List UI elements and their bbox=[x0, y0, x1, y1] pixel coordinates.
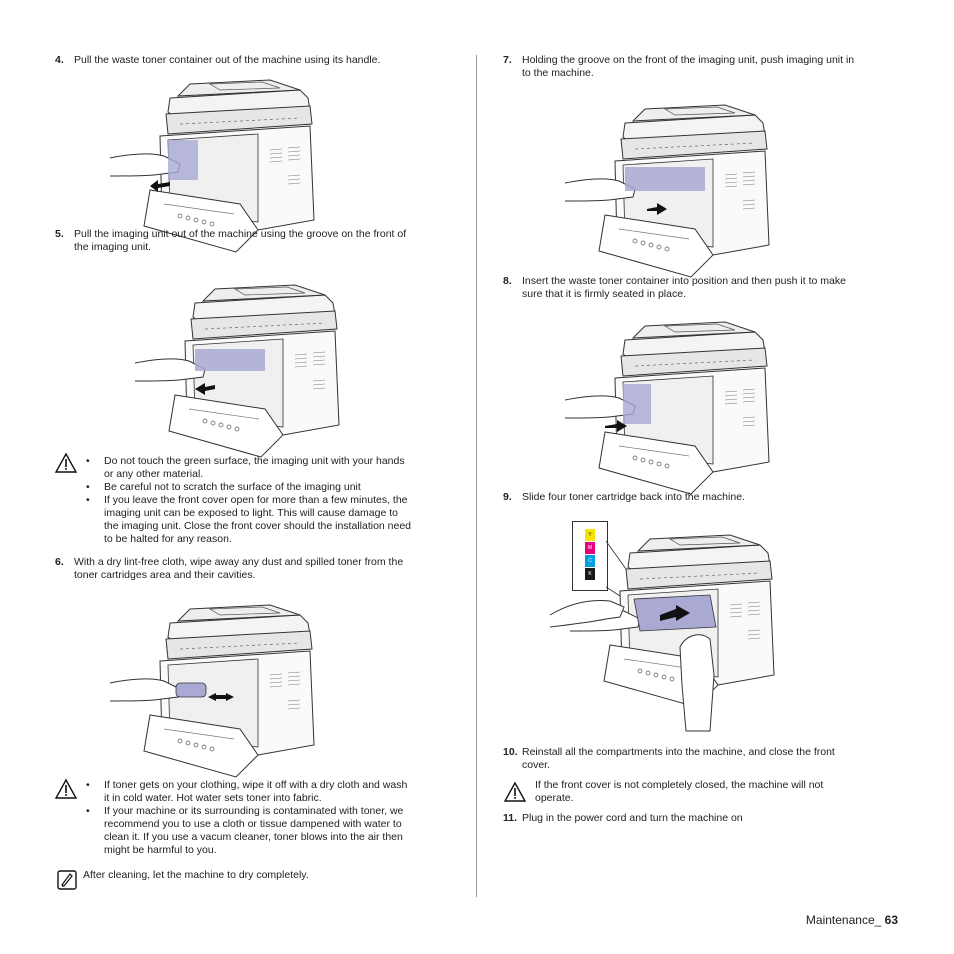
cartridge-slot-magenta: M bbox=[585, 542, 595, 554]
page-footer: Maintenance_ 63 bbox=[806, 914, 898, 927]
step-text-line: cover. bbox=[522, 759, 551, 771]
step-text-line: Reinstall all the compartments into the … bbox=[522, 746, 835, 758]
step-text-line: to the machine. bbox=[522, 67, 594, 79]
step-text: Pull the waste toner container out of th… bbox=[74, 54, 381, 66]
column-divider bbox=[476, 55, 477, 897]
illustration-insert-imaging-unit bbox=[564, 104, 770, 278]
step-text-line: toner cartridges area and their cavities… bbox=[74, 569, 256, 581]
step-number: 10. bbox=[503, 746, 518, 758]
cartridge-order-inset: Y M C K bbox=[572, 521, 608, 591]
warning-icon bbox=[503, 781, 527, 802]
warning-icon bbox=[54, 452, 78, 473]
footer-section: Maintenance_ bbox=[805, 913, 882, 927]
note-text: After cleaning, let the machine to dry c… bbox=[83, 869, 309, 881]
illustration-wipe-toner-area bbox=[109, 604, 315, 778]
step-number: 7. bbox=[503, 54, 512, 66]
step-number: 8. bbox=[503, 275, 512, 287]
step-text-line: Holding the groove on the front of the i… bbox=[522, 54, 855, 66]
step-text-line: the imaging unit. bbox=[74, 241, 152, 253]
cartridge-slot-cyan: C bbox=[585, 555, 595, 567]
step-text-line: Insert the waste toner container into po… bbox=[522, 275, 846, 287]
step-number: 9. bbox=[503, 491, 512, 503]
caution-text: If the front cover is not completely clo… bbox=[535, 779, 824, 804]
step-number: 4. bbox=[55, 54, 64, 66]
step-text: Slide four toner cartridge back into the… bbox=[522, 491, 745, 503]
step-number: 6. bbox=[55, 556, 64, 568]
page-number: 63 bbox=[884, 913, 898, 927]
illustration-remove-waste-toner bbox=[109, 79, 315, 253]
note-icon bbox=[57, 870, 77, 890]
step-text: Plug in the power cord and turn the mach… bbox=[522, 812, 743, 824]
cartridge-slot-yellow: Y bbox=[585, 529, 595, 541]
illustration-insert-toner-cartridges bbox=[549, 534, 775, 732]
step-text-line: Pull the imaging unit out of the machine… bbox=[74, 228, 407, 240]
step-number: 11. bbox=[503, 812, 518, 824]
illustration-insert-waste-toner bbox=[564, 321, 770, 495]
step-number: 5. bbox=[55, 228, 64, 240]
cartridge-slot-black: K bbox=[585, 568, 595, 580]
step-text-line: With a dry lint-free cloth, wipe away an… bbox=[74, 556, 404, 568]
step-text-line: sure that it is firmly seated in place. bbox=[522, 288, 686, 300]
illustration-remove-imaging-unit bbox=[134, 284, 340, 458]
warning-icon bbox=[54, 778, 78, 799]
